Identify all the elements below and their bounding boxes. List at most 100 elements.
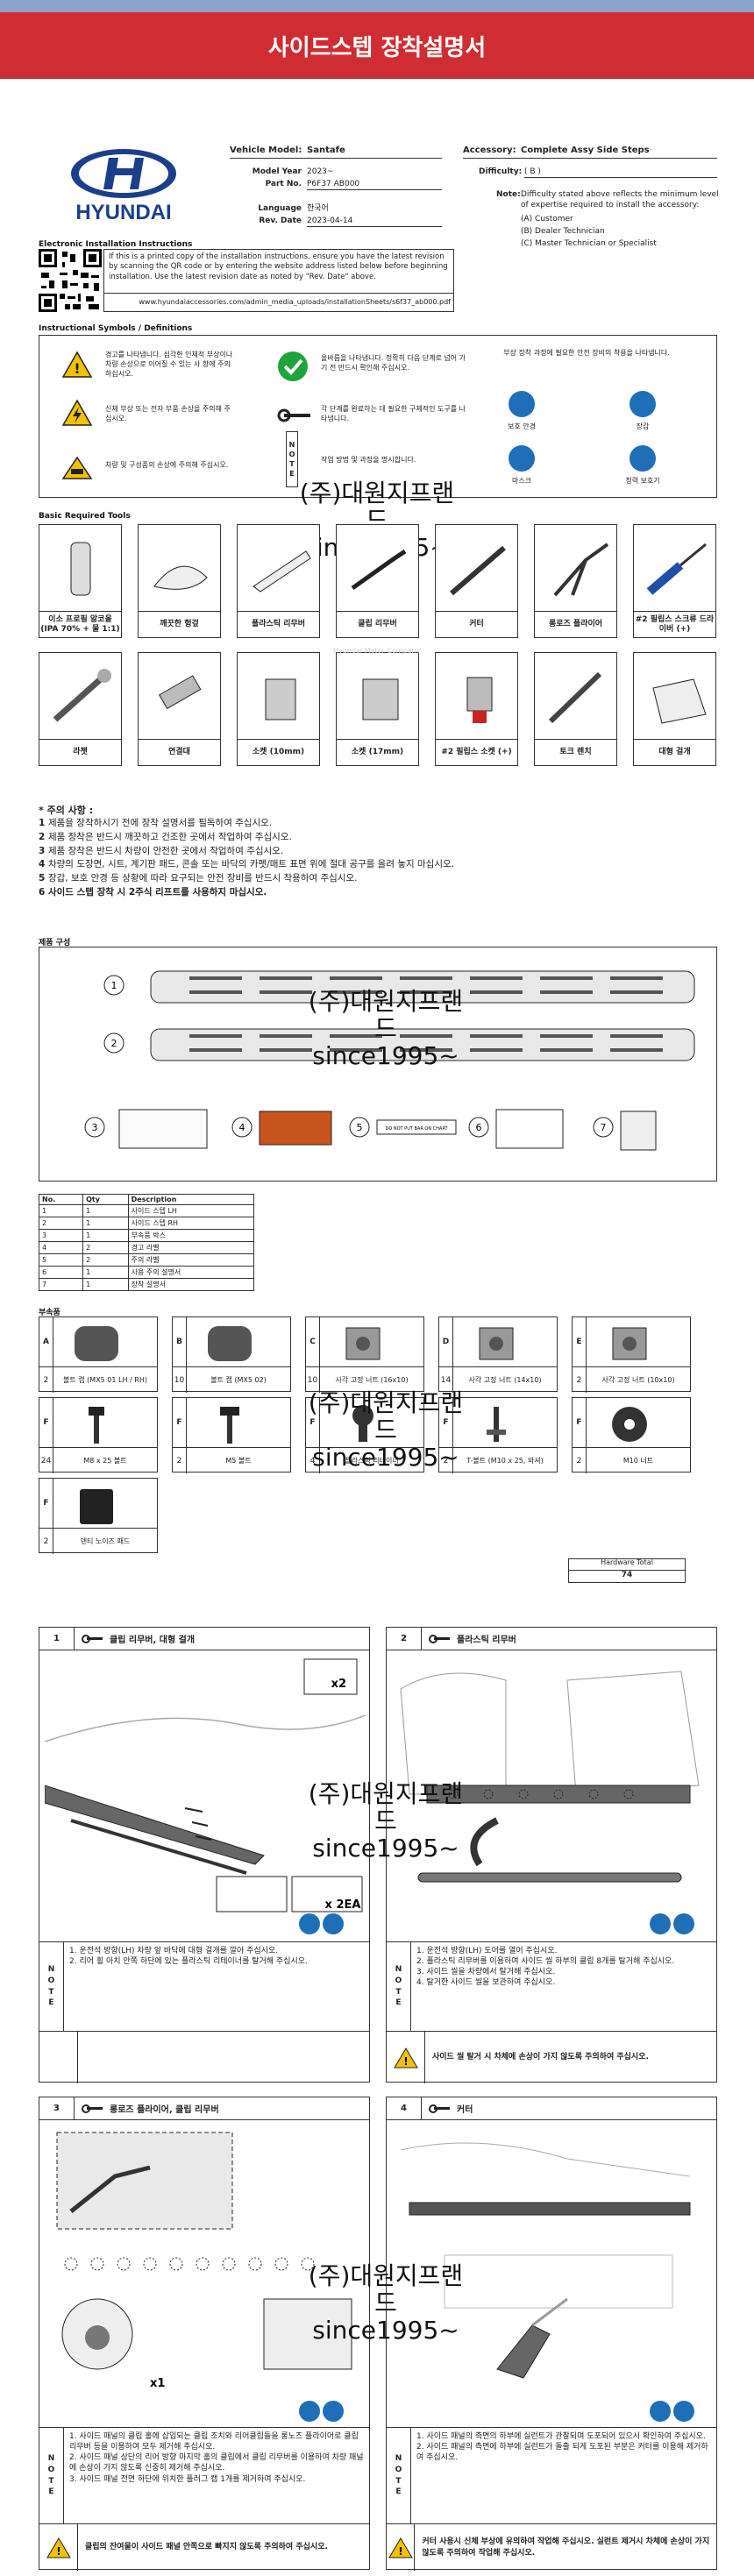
step-1-badge-1: x2 [331, 1678, 346, 1691]
symbol-left-1: 경고를 나타냅니다. 심각한 인체적 부상이나 차량 손상으로 이어질 수 있는… [105, 351, 233, 378]
caution-item: 6 사이드 스텝 장착 시 2주식 리프트를 사용하지 마십시오. [39, 886, 267, 898]
svg-text:4: 4 [239, 1122, 245, 1133]
vehicle-model-label: Vehicle Model: [230, 145, 302, 155]
ppe-icons [650, 2401, 695, 2424]
hardware-total-box [568, 1558, 686, 1583]
tool-a-5: 커터 [435, 524, 518, 638]
step-3-warning: 클립의 잔여물이 사이드 패널 안쪽으로 빠지지 않도록 주의하여 주십시오. [85, 2543, 328, 2552]
ppe-gloves: 장갑 [636, 422, 650, 430]
tool-a-7: #2 필립스 스크류 드라이버 (+) [633, 524, 716, 638]
note-line: 2. 사이드 패널의 측면에 하부에 실런트가 돌출 되게 도포된 부분은 커터… [416, 2443, 708, 2463]
symbols-box [39, 335, 717, 498]
note-line: 1. 사이드 패널의 클립 홀에 삽입되는 클립 조치와 리어클립들을 롱노즈 … [69, 2432, 359, 2452]
level-b: (B) Dealer Technician [521, 227, 605, 236]
caution-item: 5 장갑, 보호 안경 등 상황에 따라 요구되는 안전 장비를 반드시 착용하… [39, 873, 358, 884]
tools-title: Basic Required Tools [39, 512, 131, 521]
safety-glasses-icon [509, 391, 535, 420]
accessory-label: Accessory: [463, 145, 516, 155]
ppe-icons [299, 2401, 345, 2424]
symbol-mid-3: 작업 방법 및 과정을 명시합니다. [321, 456, 416, 464]
ppe-icons [299, 1913, 345, 1937]
note-line: 4. 탈거한 사이드 씰을 보관하여 주십시오. [416, 1978, 556, 1988]
page-title: 사이드스텝 장착설명서 [0, 12, 754, 79]
tool-b-7: 대형 걸개 [633, 652, 716, 766]
model-year: 2023~ [307, 167, 334, 176]
difficulty-note: Difficulty stated above reflects the min… [521, 190, 719, 210]
qr-code[interactable] [39, 249, 102, 312]
caution-item: 2 제품 장착은 반드시 깨끗하고 건조한 곳에서 작업하여 주십시오. [39, 831, 292, 842]
svg-text:7: 7 [601, 1122, 607, 1133]
faint-watermark: Hyundai Motor Company [333, 647, 421, 655]
tool-b-5: #2 필립스 소켓 (+) [435, 652, 518, 766]
note-line: 1. 사이드 패널의 측면의 하부에 실런트가 관찰되며 도포되어 있으시 확인… [416, 2432, 706, 2441]
ppe-ear: 청력 보호기 [625, 477, 660, 485]
caution-icon: ! [39, 2524, 78, 2571]
note-line: 3. 사이드 패널 전면 하단에 위치한 플러그 캡 1개를 제거하여 주십시오… [69, 2474, 306, 2484]
vehicle-model: Santafe [307, 145, 345, 155]
part-number: P6F37 AB000 [307, 180, 360, 188]
symbol-mid-2: 각 단계를 완료하는 데 필요한 구체적인 도구를 나타냅니다. [321, 405, 466, 422]
svg-text:!: ! [74, 360, 80, 377]
symbols-title: Instructional Symbols / Definitions [39, 324, 193, 333]
caution-icon: ! [387, 2524, 416, 2571]
svg-text:!: ! [398, 2545, 402, 2558]
tool-b-6: 토크 렌치 [534, 652, 617, 766]
check-icon [277, 351, 309, 385]
caution-item: 4 차량의 도장면, 시트, 계기판 패드, 콘솔 또는 바닥의 카펫/매트 표… [39, 859, 454, 870]
wrench-icon [277, 408, 312, 425]
svg-text:2: 2 [111, 1038, 117, 1049]
components-box [39, 947, 717, 1182]
symbol-left-2: 신체 부상 또는 전자 부품 손상을 주의해 주십시오. [105, 405, 231, 422]
brand-text: HYUNDAI [75, 201, 171, 224]
ppe-title: 부상 장착 과정에 필요한 안전 장비의 착용을 나타냅니다. [503, 349, 670, 357]
svg-text:5: 5 [357, 1122, 363, 1133]
step-3-badge: x1 [150, 2377, 165, 2390]
cautions-title: * 주의 사항 : [39, 805, 94, 816]
rev-date: 2023-04-14 [307, 216, 353, 225]
ppe-icons [650, 1913, 695, 1937]
vehicle-damage-icon [61, 456, 93, 483]
electronic-url[interactable]: www.hyundaiaccessories.com/admin_media_u… [139, 298, 451, 306]
tool-a-2: 깨끗한 헝겊 [138, 524, 221, 638]
tool-b-4: 소켓 (17mm) [336, 652, 419, 766]
caution-icon: ! [387, 2032, 425, 2083]
tool-b-1: 라쳇 [39, 652, 122, 766]
tool-b-3: 소켓 (10mm) [237, 652, 320, 766]
components-title: 제품 구성 [39, 939, 71, 947]
svg-text:3: 3 [92, 1122, 98, 1133]
side-step-lh: 1 [102, 964, 707, 1019]
note-line: 3. 사이드 씰을 차량에서 탈거해 주십시오. [416, 1968, 556, 1977]
step-4-title: 커터 [457, 2105, 473, 2115]
caution-item: 1 제품을 장착하시기 전에 장착 설명서를 필독하여 주십시오. [39, 818, 273, 828]
caution-item: 3 제품 장착은 반드시 차량이 안전한 곳에서 작업하여 주십시오. [39, 845, 284, 856]
tool-a-3: 플라스틱 리무버 [237, 524, 320, 638]
electronic-text: If this is a printed copy of the install… [109, 252, 448, 281]
note-label: Note: [496, 190, 521, 199]
svg-text:1: 1 [111, 980, 117, 991]
step-3-title: 롱로즈 플라이어, 클립 리무버 [110, 2105, 219, 2115]
step-2-illustration [400, 1671, 700, 1883]
gloves-icon [630, 391, 656, 420]
mask-icon [509, 445, 535, 474]
